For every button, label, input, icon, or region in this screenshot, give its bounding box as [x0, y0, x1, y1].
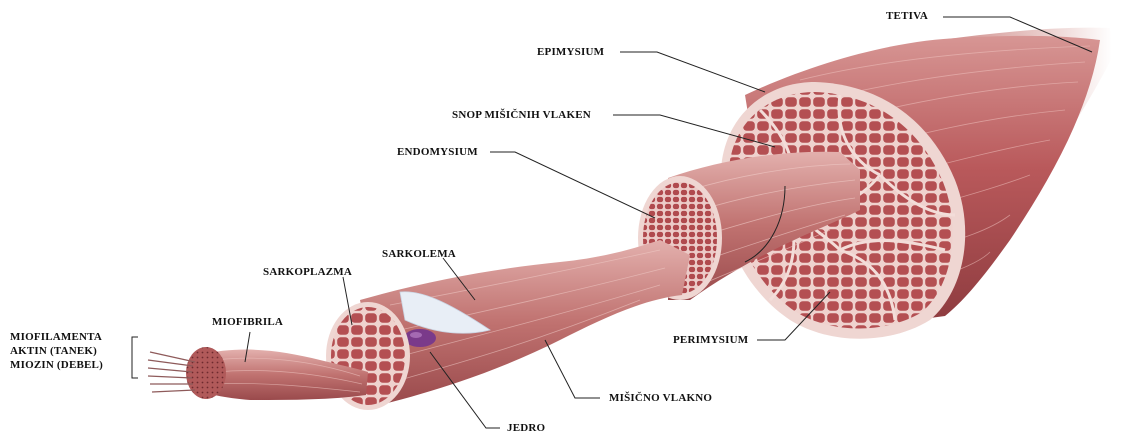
label-miozin: MIOZIN (DEBEL) — [10, 358, 103, 372]
label-snop-misicnih-vlaken: SNOP MIŠIČNIH VLAKEN — [452, 109, 591, 121]
label-miofilamenta: MIOFILAMENTA — [10, 330, 103, 344]
label-epimysium: EPIMYSIUM — [537, 46, 604, 58]
label-perimysium: PERIMYSIUM — [673, 334, 748, 346]
label-jedro: JEDRO — [507, 422, 545, 434]
label-endomysium: ENDOMYSIUM — [397, 146, 478, 158]
label-sarkoplazma: SARKOPLAZMA — [263, 266, 352, 278]
label-sarkolema: SARKOLEMA — [382, 248, 456, 260]
label-myofilament-stack: MIOFILAMENTA AKTIN (TANEK) MIOZIN (DEBEL… — [10, 330, 103, 372]
myofilaments — [148, 352, 195, 392]
label-miofibrila: MIOFIBRILA — [212, 316, 283, 328]
label-aktin: AKTIN (TANEK) — [10, 344, 103, 358]
label-misicno-vlakno: MIŠIČNO VLAKNO — [609, 392, 712, 404]
label-tetiva: TETIVA — [886, 10, 928, 22]
muscle-fiber — [326, 240, 690, 410]
